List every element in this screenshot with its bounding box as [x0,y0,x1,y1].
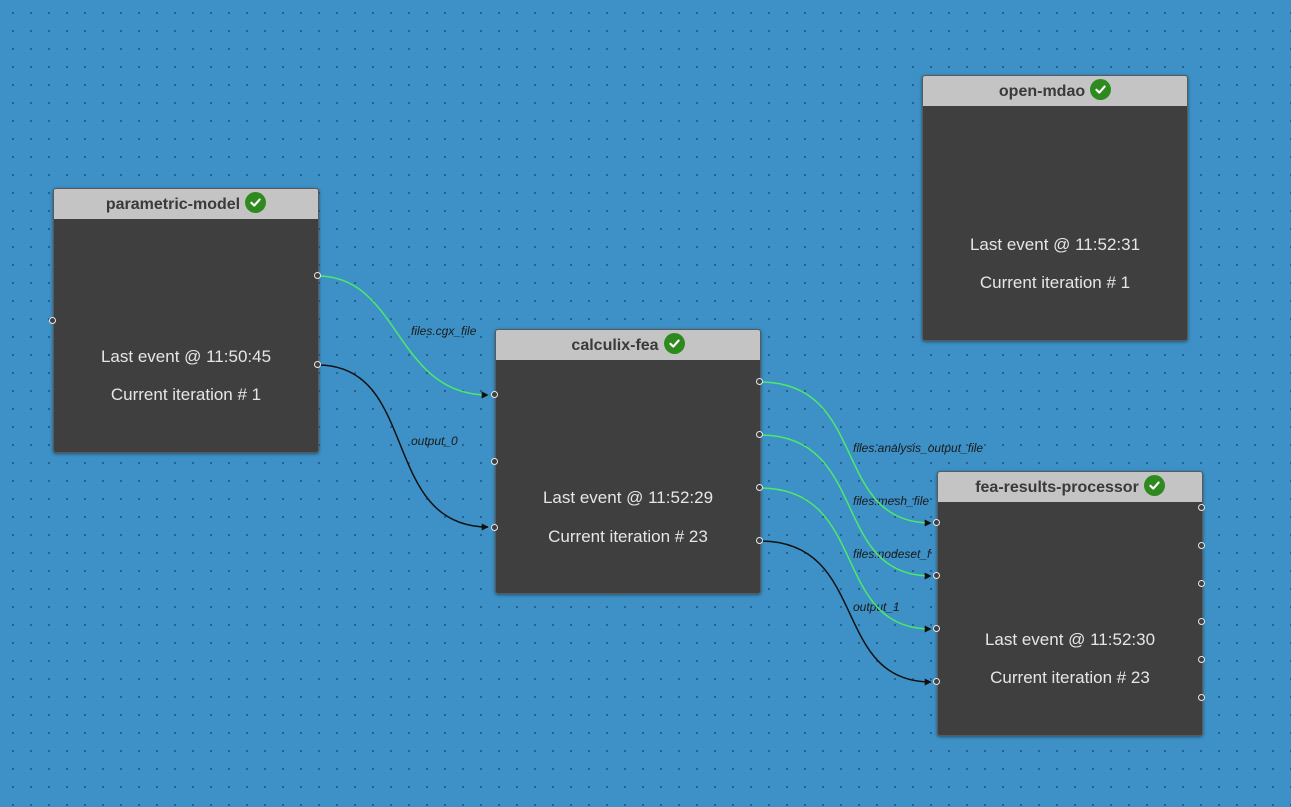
output-port[interactable] [314,361,321,368]
node-body: Last event @ 11:50:45 Current iteration … [54,219,318,452]
check-circle-icon [1143,474,1165,496]
output-port[interactable] [1198,656,1205,663]
edge-files-mesh-file[interactable] [759,434,932,580]
edge-output-0[interactable] [317,364,489,531]
check-circle-icon [245,191,267,213]
current-iteration-text: Current iteration # 1 [979,273,1131,292]
input-port[interactable] [933,625,940,632]
output-port[interactable] [314,272,321,279]
edge-label-files-analysis-output-file: files.analysis_output_file [853,441,984,455]
node-calculix-fea[interactable]: calculix-fea Last event @ 11:52:29 Curre… [495,329,761,594]
edge-output-1[interactable] [759,540,932,686]
output-port[interactable] [1198,618,1205,625]
node-body: Last event @ 11:52:30 Current iteration … [938,502,1202,735]
output-port[interactable] [756,537,763,544]
current-iteration-text: Current iteration # 23 [548,527,708,546]
node-body: Last event @ 11:52:29 Current iteration … [496,360,760,593]
input-port[interactable] [933,678,940,685]
input-port[interactable] [491,458,498,465]
node-header[interactable]: calculix-fea [496,330,760,360]
input-port[interactable] [491,391,498,398]
node-title: calculix-fea [571,337,659,354]
edge-label-files-mesh-file: files.mesh_file [853,494,930,508]
node-header[interactable]: open-mdao [923,76,1187,106]
current-iteration-text: Current iteration # 23 [990,668,1150,687]
node-parametric-model[interactable]: parametric-model Last event @ 11:50:45 C… [53,188,319,453]
output-port[interactable] [756,431,763,438]
output-port[interactable] [1198,504,1205,511]
current-iteration-text: Current iteration # 1 [110,385,262,404]
node-title: open-mdao [998,83,1086,100]
edge-files-nodeset-file[interactable] [759,487,932,633]
output-port[interactable] [1198,542,1205,549]
check-circle-icon [663,332,685,354]
edge-files-cgx-file[interactable] [317,275,489,399]
check-circle-icon [1090,78,1112,100]
edge-label-output-0: output_0 [411,434,458,448]
last-event-text: Last event @ 11:52:31 [969,235,1141,254]
node-body: Last event @ 11:52:31 Current iteration … [923,106,1187,340]
node-header[interactable]: parametric-model [54,189,318,219]
input-port[interactable] [933,519,940,526]
node-title: parametric-model [105,196,241,213]
last-event-text: Last event @ 11:50:45 [100,347,272,366]
edge-label-files-cgx-file: files.cgx_file [411,324,477,338]
last-event-text: Last event @ 11:52:29 [542,488,714,507]
input-port[interactable] [933,572,940,579]
output-port[interactable] [1198,580,1205,587]
last-event-text: Last event @ 11:52:30 [984,630,1156,649]
edge-label-files-nodeset-file: files.nodeset_f [853,547,931,561]
edge-files-analysis-output-file[interactable] [759,381,932,527]
output-port[interactable] [1198,694,1205,701]
node-open-mdao[interactable]: open-mdao Last event @ 11:52:31 Current … [922,75,1188,341]
input-port[interactable] [49,317,56,324]
node-fea-results-processor[interactable]: fea-results-processor Last event @ 11:52… [937,471,1203,736]
output-port[interactable] [756,378,763,385]
node-header[interactable]: fea-results-processor [938,472,1202,502]
input-port[interactable] [491,524,498,531]
output-port[interactable] [756,484,763,491]
node-title: fea-results-processor [975,479,1139,496]
